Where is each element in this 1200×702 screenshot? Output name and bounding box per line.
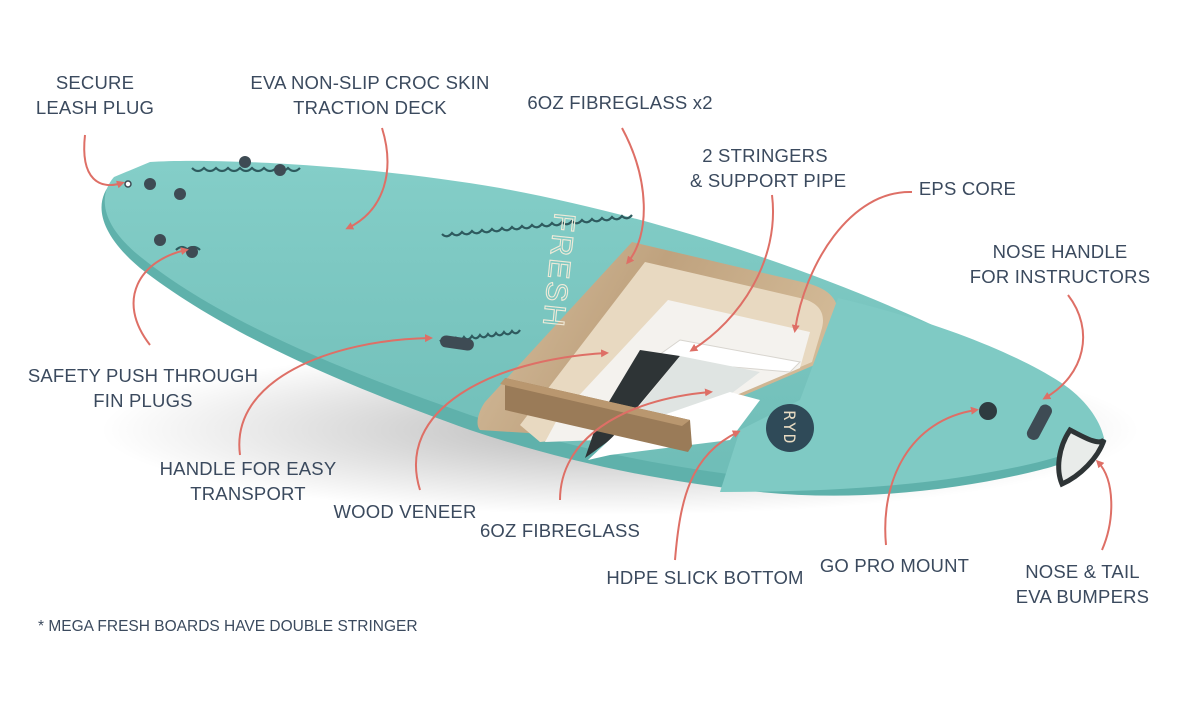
carry-handle [440, 335, 474, 351]
fin-plug-dot [144, 178, 156, 190]
arrow-nose-handle [1042, 294, 1084, 400]
label-fibreglass: 6OZ FIBREGLASS [479, 520, 641, 541]
label-nose-handle: NOSE HANDLE FOR INSTRUCTORS [969, 241, 1151, 287]
label-stringers: 2 STRINGERS & SUPPORT PIPE [690, 145, 847, 191]
arrow-hdpe [674, 430, 741, 561]
label-wood-veneer: WOOD VENEER [333, 501, 477, 522]
label-secure-leash-plug: SECURE LEASH PLUG [35, 72, 155, 118]
arrow-eps [791, 190, 913, 333]
fin-plug-dot [239, 156, 251, 168]
wood-stringer-top [500, 378, 690, 426]
arrow-leash [83, 134, 125, 189]
wave-line-2 [441, 214, 633, 238]
leash-plug [124, 180, 132, 188]
label-bumpers: NOSE & TAIL EVA BUMPERS [1015, 561, 1150, 607]
ryd-logo-badge [766, 404, 814, 452]
arrow-bumpers [1095, 459, 1113, 551]
arrow-wood-veneer [414, 349, 609, 491]
arrow-fin-plugs [132, 247, 189, 346]
nose-bumper [1056, 426, 1107, 488]
label-traction-deck: EVA NON-SLIP CROC SKIN TRACTION DECK [250, 72, 490, 118]
arrow-fibreglass-x2 [621, 127, 645, 265]
gopro-mount [979, 402, 997, 420]
label-fin-plugs: SAFETY PUSH THROUGH FIN PLUGS [27, 365, 259, 411]
board-nose-deck [720, 298, 1104, 492]
footnote: * MEGA FRESH BOARDS HAVE DOUBLE STRINGER [38, 618, 418, 635]
nose-handle [1026, 404, 1052, 440]
inner-floor [620, 356, 760, 430]
fin-plug-dot [186, 246, 198, 258]
wood-stringer [505, 378, 692, 452]
fin-plug-dot [154, 234, 166, 246]
ryd-logo-text: RYD [780, 411, 799, 446]
fin-plug-dot [274, 164, 286, 176]
arrow-gopro [884, 406, 979, 546]
arrow-fibreglass [559, 388, 713, 501]
label-fibreglass-x2: 6OZ FIBREGLASS x2 [527, 92, 713, 113]
label-gopro-mount: GO PRO MOUNT [819, 555, 970, 576]
arrows [83, 127, 1113, 561]
label-handle-transport: HANDLE FOR EASY TRANSPORT [159, 458, 337, 504]
arrow-handle-transport [238, 334, 433, 456]
fin-plugs [124, 156, 286, 258]
fin-plug-dot [174, 188, 186, 200]
arrow-stringers [689, 194, 774, 352]
label-eps-core: EPS CORE [918, 178, 1017, 199]
label-hdpe-bottom: HDPE SLICK BOTTOM [606, 567, 804, 588]
arrow-deck [345, 127, 389, 230]
